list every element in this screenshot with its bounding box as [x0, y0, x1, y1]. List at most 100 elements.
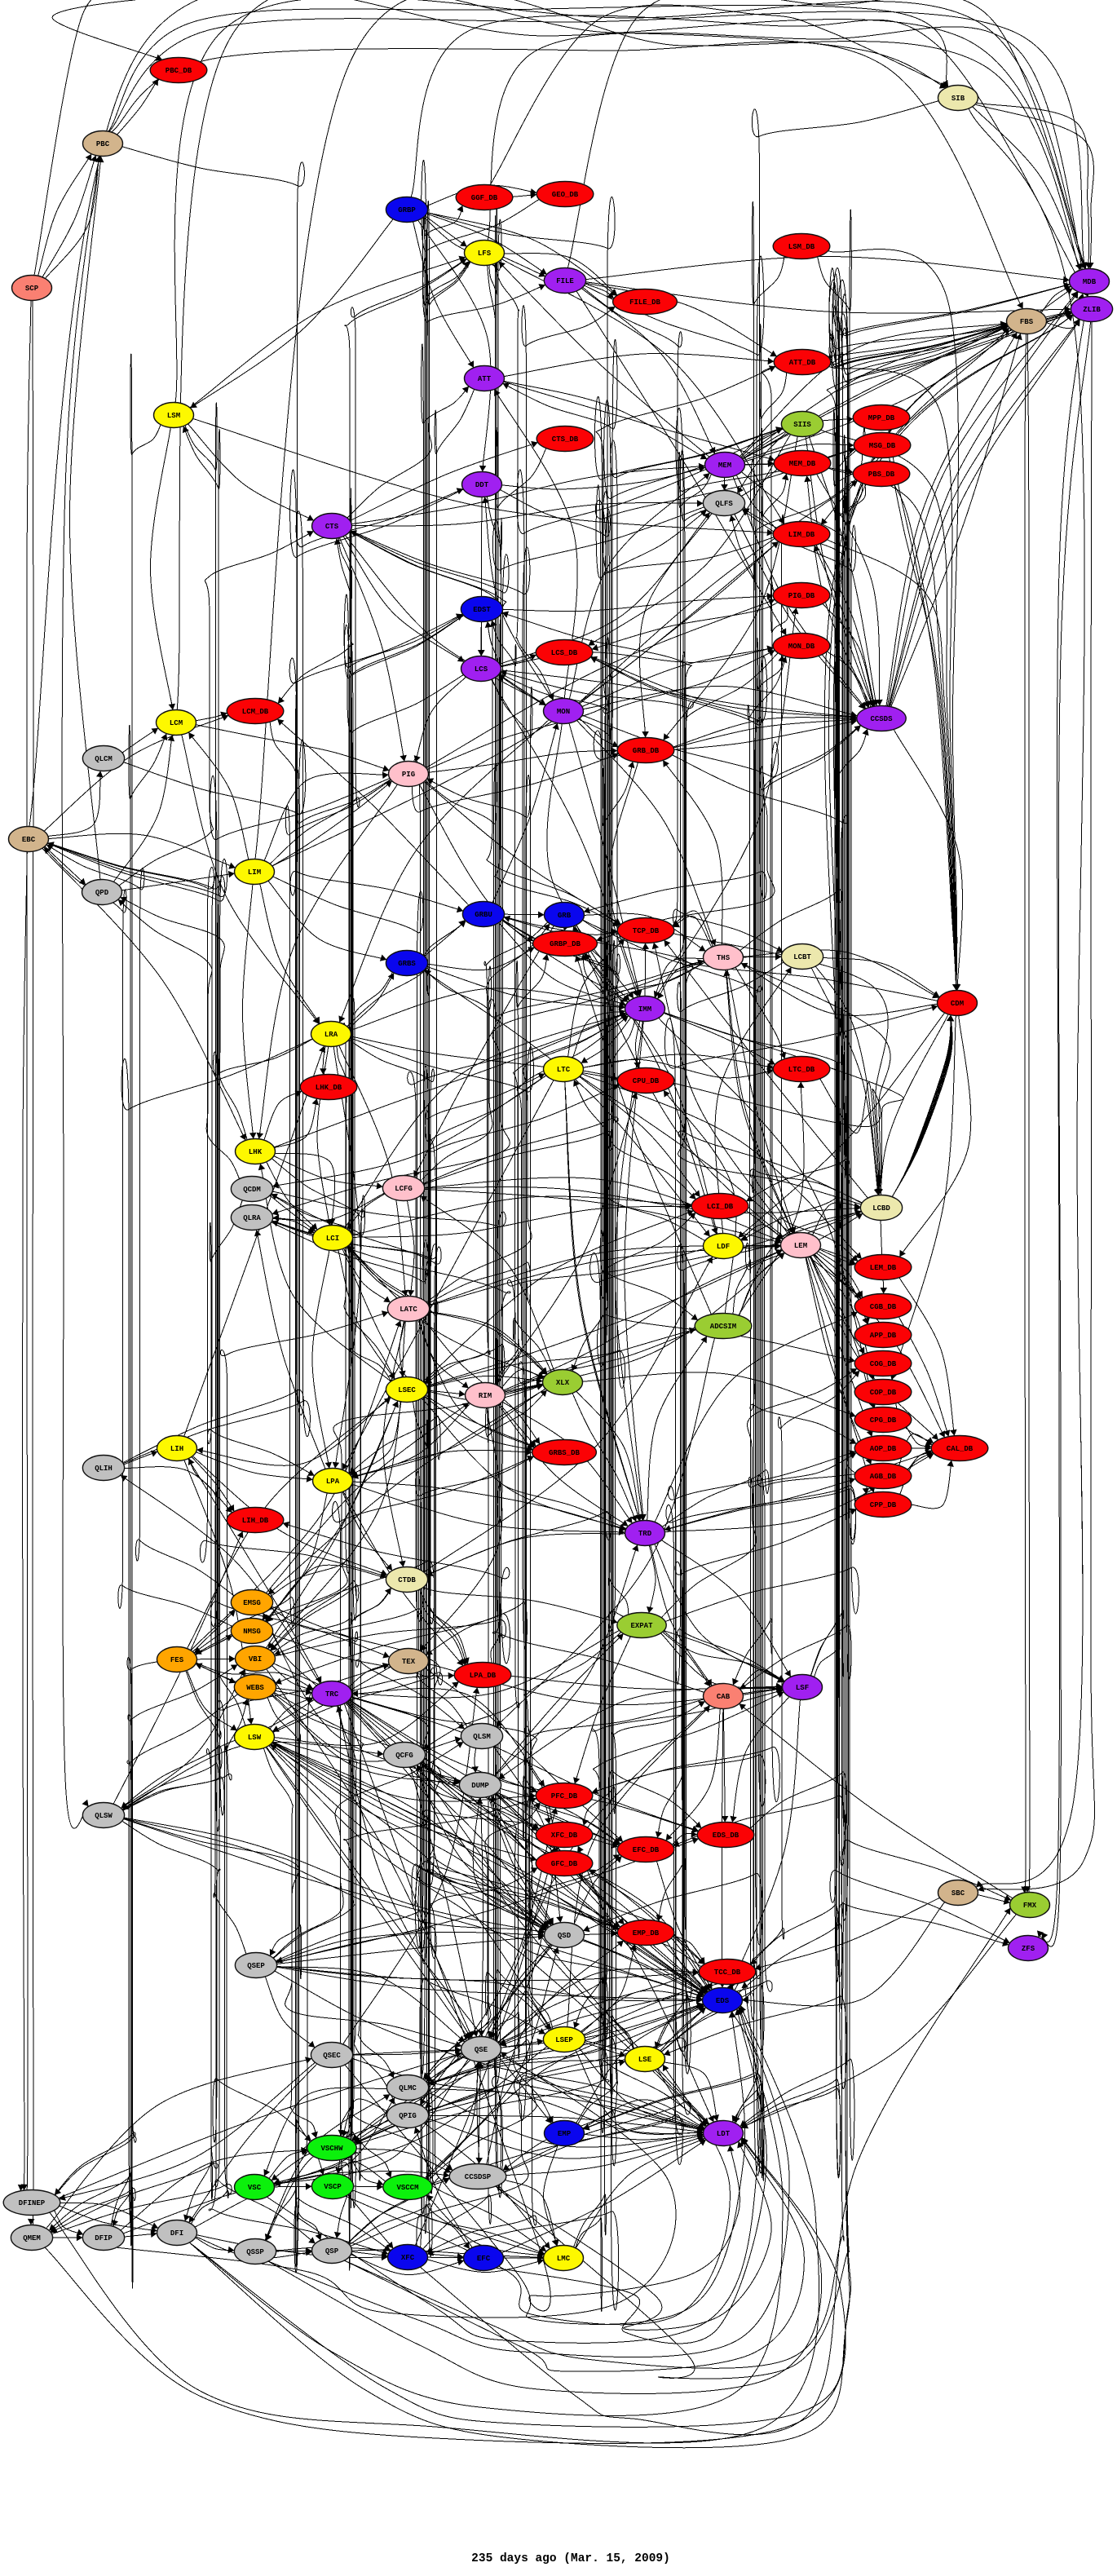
svg-text:QLSW: QLSW — [95, 1812, 113, 1820]
svg-text:LSEP: LSEP — [555, 2036, 573, 2044]
svg-text:QPIG: QPIG — [399, 2112, 417, 2120]
svg-text:CCSDSP: CCSDSP — [465, 2173, 492, 2181]
svg-text:QMEM: QMEM — [23, 2234, 41, 2242]
svg-text:QLCM: QLCM — [95, 755, 113, 763]
svg-text:COP_DB: COP_DB — [870, 1389, 897, 1397]
svg-text:DDT: DDT — [475, 481, 489, 489]
svg-text:PIG_DB: PIG_DB — [788, 592, 815, 600]
svg-text:XFC_DB: XFC_DB — [551, 1831, 578, 1840]
svg-text:MEM_DB: MEM_DB — [789, 460, 816, 468]
svg-text:QSD: QSD — [558, 1932, 572, 1940]
svg-text:QLSM: QLSM — [473, 1733, 491, 1741]
svg-text:MON_DB: MON_DB — [788, 643, 815, 651]
svg-text:LFS: LFS — [478, 250, 492, 258]
svg-text:GRBP_DB: GRBP_DB — [550, 940, 581, 948]
svg-text:FES: FES — [170, 1656, 184, 1664]
svg-text:LTC_DB: LTC_DB — [788, 1066, 815, 1074]
svg-text:QSEP: QSEP — [247, 1962, 265, 1970]
svg-text:PFC_DB: PFC_DB — [551, 1792, 578, 1801]
svg-text:LCS_DB: LCS_DB — [551, 649, 578, 657]
svg-text:QSP: QSP — [325, 2247, 339, 2256]
svg-text:CTS: CTS — [325, 523, 339, 531]
svg-text:GRB_DB: GRB_DB — [633, 747, 660, 755]
svg-text:FILE: FILE — [556, 277, 574, 285]
svg-text:LIH: LIH — [170, 1445, 183, 1453]
svg-text:LCS: LCS — [475, 665, 488, 674]
svg-text:RIM: RIM — [479, 1392, 492, 1400]
svg-text:APP_DB: APP_DB — [870, 1332, 897, 1340]
svg-text:PBC: PBC — [96, 140, 110, 148]
svg-text:CDM: CDM — [951, 1000, 964, 1008]
svg-text:LATC: LATC — [400, 1306, 417, 1314]
svg-text:MEM: MEM — [718, 462, 731, 470]
svg-text:PIG: PIG — [402, 771, 415, 779]
svg-text:VSCP: VSCP — [324, 2183, 342, 2191]
svg-text:LSM: LSM — [167, 412, 180, 420]
svg-text:EXPAT: EXPAT — [630, 1622, 653, 1630]
svg-text:GEO_DB: GEO_DB — [552, 191, 579, 199]
svg-text:SBC: SBC — [951, 1889, 965, 1898]
svg-text:AOP_DB: AOP_DB — [870, 1445, 897, 1453]
svg-text:QSSP: QSSP — [246, 2248, 264, 2256]
svg-text:EDS: EDS — [716, 1997, 730, 2005]
svg-text:XFC: XFC — [401, 2254, 415, 2262]
svg-text:PBC_DB: PBC_DB — [166, 67, 192, 75]
svg-text:LIM_DB: LIM_DB — [788, 531, 815, 539]
svg-text:GFC_DB: GFC_DB — [551, 1860, 578, 1868]
svg-text:GRB: GRB — [558, 912, 572, 920]
svg-text:QLRA: QLRA — [243, 1214, 261, 1222]
svg-text:LIM: LIM — [248, 868, 261, 877]
svg-text:QLIH: QLIH — [95, 1465, 113, 1473]
svg-text:GRBU: GRBU — [475, 911, 492, 919]
svg-text:SIB: SIB — [951, 95, 965, 103]
svg-text:DFIP: DFIP — [95, 2234, 113, 2242]
svg-text:TRD: TRD — [638, 1530, 652, 1538]
svg-text:LSF: LSF — [796, 1684, 809, 1692]
svg-text:FILE_DB: FILE_DB — [629, 298, 660, 307]
svg-text:EDST: EDST — [473, 606, 491, 614]
svg-text:SIIS: SIIS — [793, 421, 811, 429]
svg-text:MDB: MDB — [1083, 278, 1097, 286]
svg-text:TCP_DB: TCP_DB — [633, 927, 660, 935]
svg-text:QLFS: QLFS — [715, 500, 733, 508]
svg-text:QPD: QPD — [95, 889, 109, 897]
svg-text:ADCSIM: ADCSIM — [710, 1323, 736, 1331]
svg-text:LTC: LTC — [557, 1066, 571, 1074]
svg-text:CAB: CAB — [717, 1693, 731, 1701]
svg-text:FBS: FBS — [1020, 318, 1034, 326]
svg-text:DFI: DFI — [170, 2229, 183, 2238]
svg-text:LHK: LHK — [249, 1148, 263, 1156]
svg-text:LPA_DB: LPA_DB — [470, 1672, 497, 1680]
svg-text:EFC: EFC — [477, 2255, 491, 2263]
svg-text:MSG_DB: MSG_DB — [869, 442, 896, 450]
svg-text:QLMC: QLMC — [399, 2084, 417, 2092]
svg-text:LCI: LCI — [326, 1235, 339, 1243]
svg-text:SCP: SCP — [25, 285, 39, 293]
svg-text:COG_DB: COG_DB — [870, 1360, 897, 1368]
svg-text:LEM_DB: LEM_DB — [870, 1264, 897, 1272]
svg-text:LCI_DB: LCI_DB — [707, 1203, 734, 1211]
svg-text:ZFS: ZFS — [1022, 1945, 1035, 1953]
svg-text:LCBT: LCBT — [793, 953, 811, 961]
svg-text:LSM_DB: LSM_DB — [788, 243, 815, 251]
svg-text:CAL_DB: CAL_DB — [947, 1445, 974, 1453]
svg-text:WEBS: WEBS — [246, 1684, 264, 1692]
svg-text:CCSDS: CCSDS — [870, 715, 893, 723]
svg-text:CTDB: CTDB — [398, 1576, 416, 1584]
svg-text:DUMP: DUMP — [471, 1782, 489, 1790]
svg-text:EMSG: EMSG — [243, 1599, 261, 1607]
svg-text:EMP_DB: EMP_DB — [633, 1929, 660, 1938]
svg-text:LSE: LSE — [638, 2056, 652, 2064]
svg-text:ATT_DB: ATT_DB — [789, 359, 816, 367]
svg-text:EBC: EBC — [22, 836, 36, 844]
svg-text:DFINEP: DFINEP — [19, 2199, 46, 2207]
svg-text:LDF: LDF — [717, 1243, 730, 1251]
svg-text:CPP_DB: CPP_DB — [870, 1501, 897, 1509]
svg-text:LIH_DB: LIH_DB — [242, 1517, 269, 1525]
svg-text:NMSG: NMSG — [243, 1628, 261, 1636]
svg-text:GGF_DB: GGF_DB — [471, 194, 498, 202]
svg-text:GRBS_DB: GRBS_DB — [549, 1449, 580, 1457]
svg-text:CTS_DB: CTS_DB — [552, 435, 579, 444]
svg-text:AGB_DB: AGB_DB — [870, 1473, 897, 1481]
svg-text:MON: MON — [557, 708, 570, 716]
